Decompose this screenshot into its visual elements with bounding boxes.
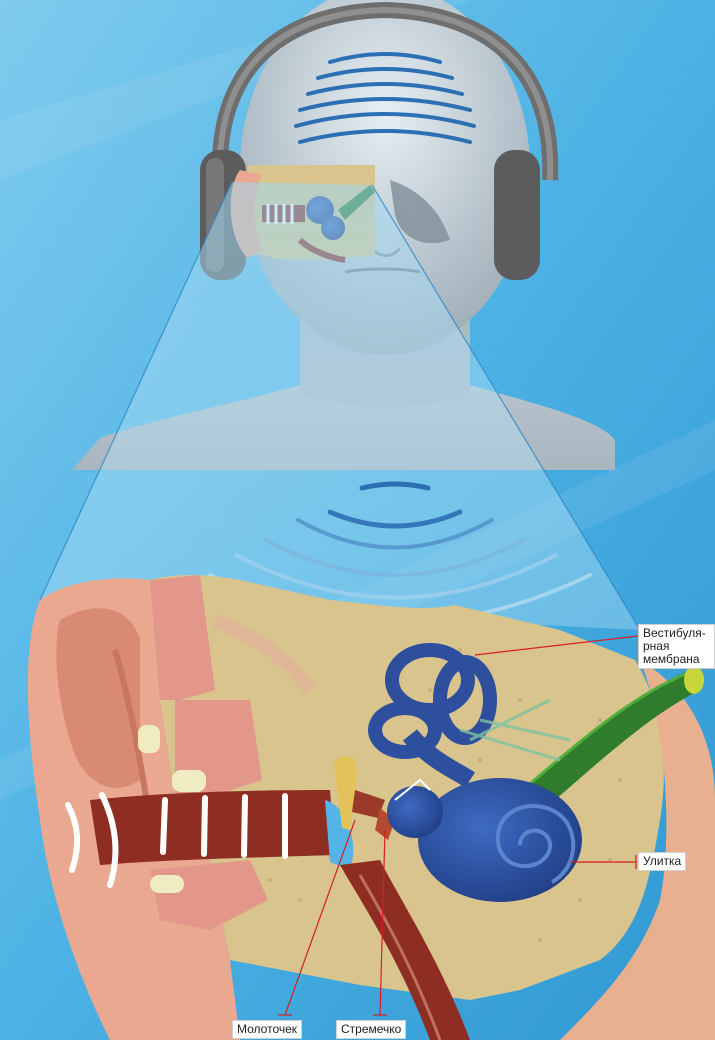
label-malleus: Молоточек [232,1020,302,1039]
label-vestibular-membrane: Вестибуля- рная мембрана [638,624,715,669]
ear-canal [90,790,335,865]
cochlea [418,778,582,902]
label-cochlea: Улитка [638,852,686,871]
label-stapes: Стремечко [336,1020,406,1039]
